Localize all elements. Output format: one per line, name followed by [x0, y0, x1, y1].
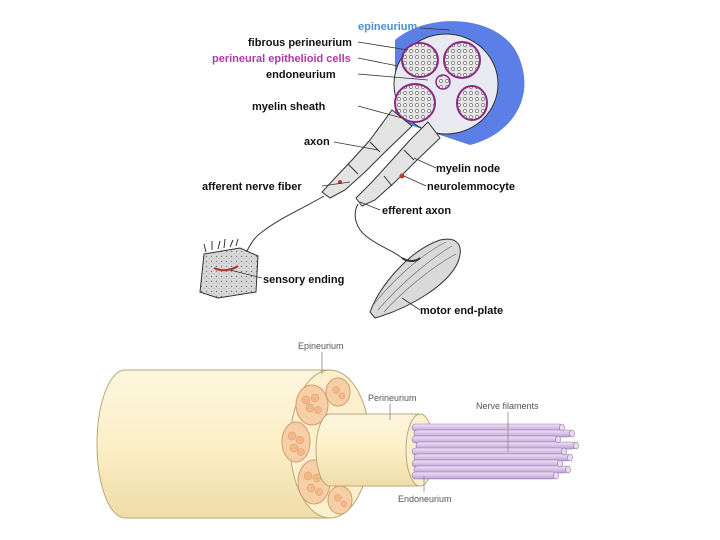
myelin-node-gap [403, 149, 415, 161]
label-motor-end-plate: motor end-plate [420, 305, 503, 317]
myelin-node-gap [369, 141, 381, 153]
fascicle [456, 85, 488, 121]
skin-hairs [203, 238, 239, 253]
nerve-fibers [237, 109, 441, 267]
afferent-fiber-sheath [321, 109, 413, 199]
fascicle [401, 42, 439, 78]
perineurium-cylinder [315, 413, 421, 487]
myelin-node-gap [347, 163, 359, 175]
label-myelin-sheath: myelin sheath [252, 101, 326, 113]
label-sensory-ending: sensory ending [263, 274, 344, 286]
leader-afferent-fiber [321, 181, 351, 187]
leader-axon [333, 141, 379, 151]
skin-block [199, 238, 259, 299]
muscle-tissue [369, 238, 461, 319]
leader-myelin-sheath [357, 105, 403, 119]
muscle-striations [373, 241, 457, 313]
leader-endoneurium [357, 73, 429, 81]
label-perineurium: Perineurium [368, 393, 417, 403]
leader-neurolemmocyte [403, 175, 427, 187]
top-leader-lines [229, 27, 451, 311]
label-fibrous-perineurium: fibrous perineurium [248, 37, 352, 49]
fascicle-fibers [287, 386, 348, 508]
leader-myelin-node [413, 157, 437, 169]
leader-epineurium [419, 27, 451, 31]
fascicle-small [435, 74, 451, 90]
nerve-filament [411, 471, 557, 480]
nerve-filaments [411, 423, 579, 480]
bottom-leader-lines [321, 352, 509, 492]
fascicle [281, 421, 311, 463]
label-axon: axon [304, 136, 330, 148]
label-neurolemmocyte: neurolemmocyte [427, 181, 515, 193]
label-endoneurium-bottom: Endoneurium [398, 494, 452, 504]
fascicle [443, 41, 481, 79]
label-perineural-epithelioid-cells: perineural epithelioid cells [212, 53, 351, 65]
label-myelin-node: myelin node [436, 163, 500, 175]
top-nerve-illustration: epineurium fibrous perineurium perineura… [199, 21, 525, 319]
efferent-axon-line [354, 203, 403, 259]
leader-perineural [357, 57, 399, 67]
neurolemmocyte-nucleus [399, 173, 405, 179]
fascicles [281, 377, 353, 515]
label-efferent-axon: efferent axon [382, 205, 451, 217]
leader-fibrous-perineurium [357, 41, 409, 51]
fascicle [394, 83, 436, 123]
label-nerve-filaments: Nerve filaments [476, 401, 539, 411]
filament-bundle [411, 423, 577, 480]
label-afferent-nerve-fiber: afferent nerve fiber [202, 181, 302, 193]
label-epineurium: epineurium [358, 21, 418, 33]
efferent-fiber-sheath [355, 121, 441, 207]
filament-ends [553, 423, 579, 480]
nerve-cross-section [393, 21, 525, 145]
skin-tissue [199, 247, 259, 299]
leader-efferent-axon [359, 201, 381, 211]
bottom-nerve-illustration: Epineurium Perineurium Nerve filaments E… [96, 341, 579, 519]
sensory-ending-fiber [213, 265, 239, 272]
motor-end-plate [401, 257, 421, 262]
myelin-node-gap [383, 175, 393, 187]
muscle-block [369, 238, 461, 319]
epineurium-cylinder [96, 369, 331, 519]
leader-sensory-ending [229, 269, 263, 279]
label-epineurium-bottom: Epineurium [298, 341, 344, 351]
label-endoneurium: endoneurium [266, 69, 336, 81]
leader-motor-end-plate [401, 297, 421, 311]
